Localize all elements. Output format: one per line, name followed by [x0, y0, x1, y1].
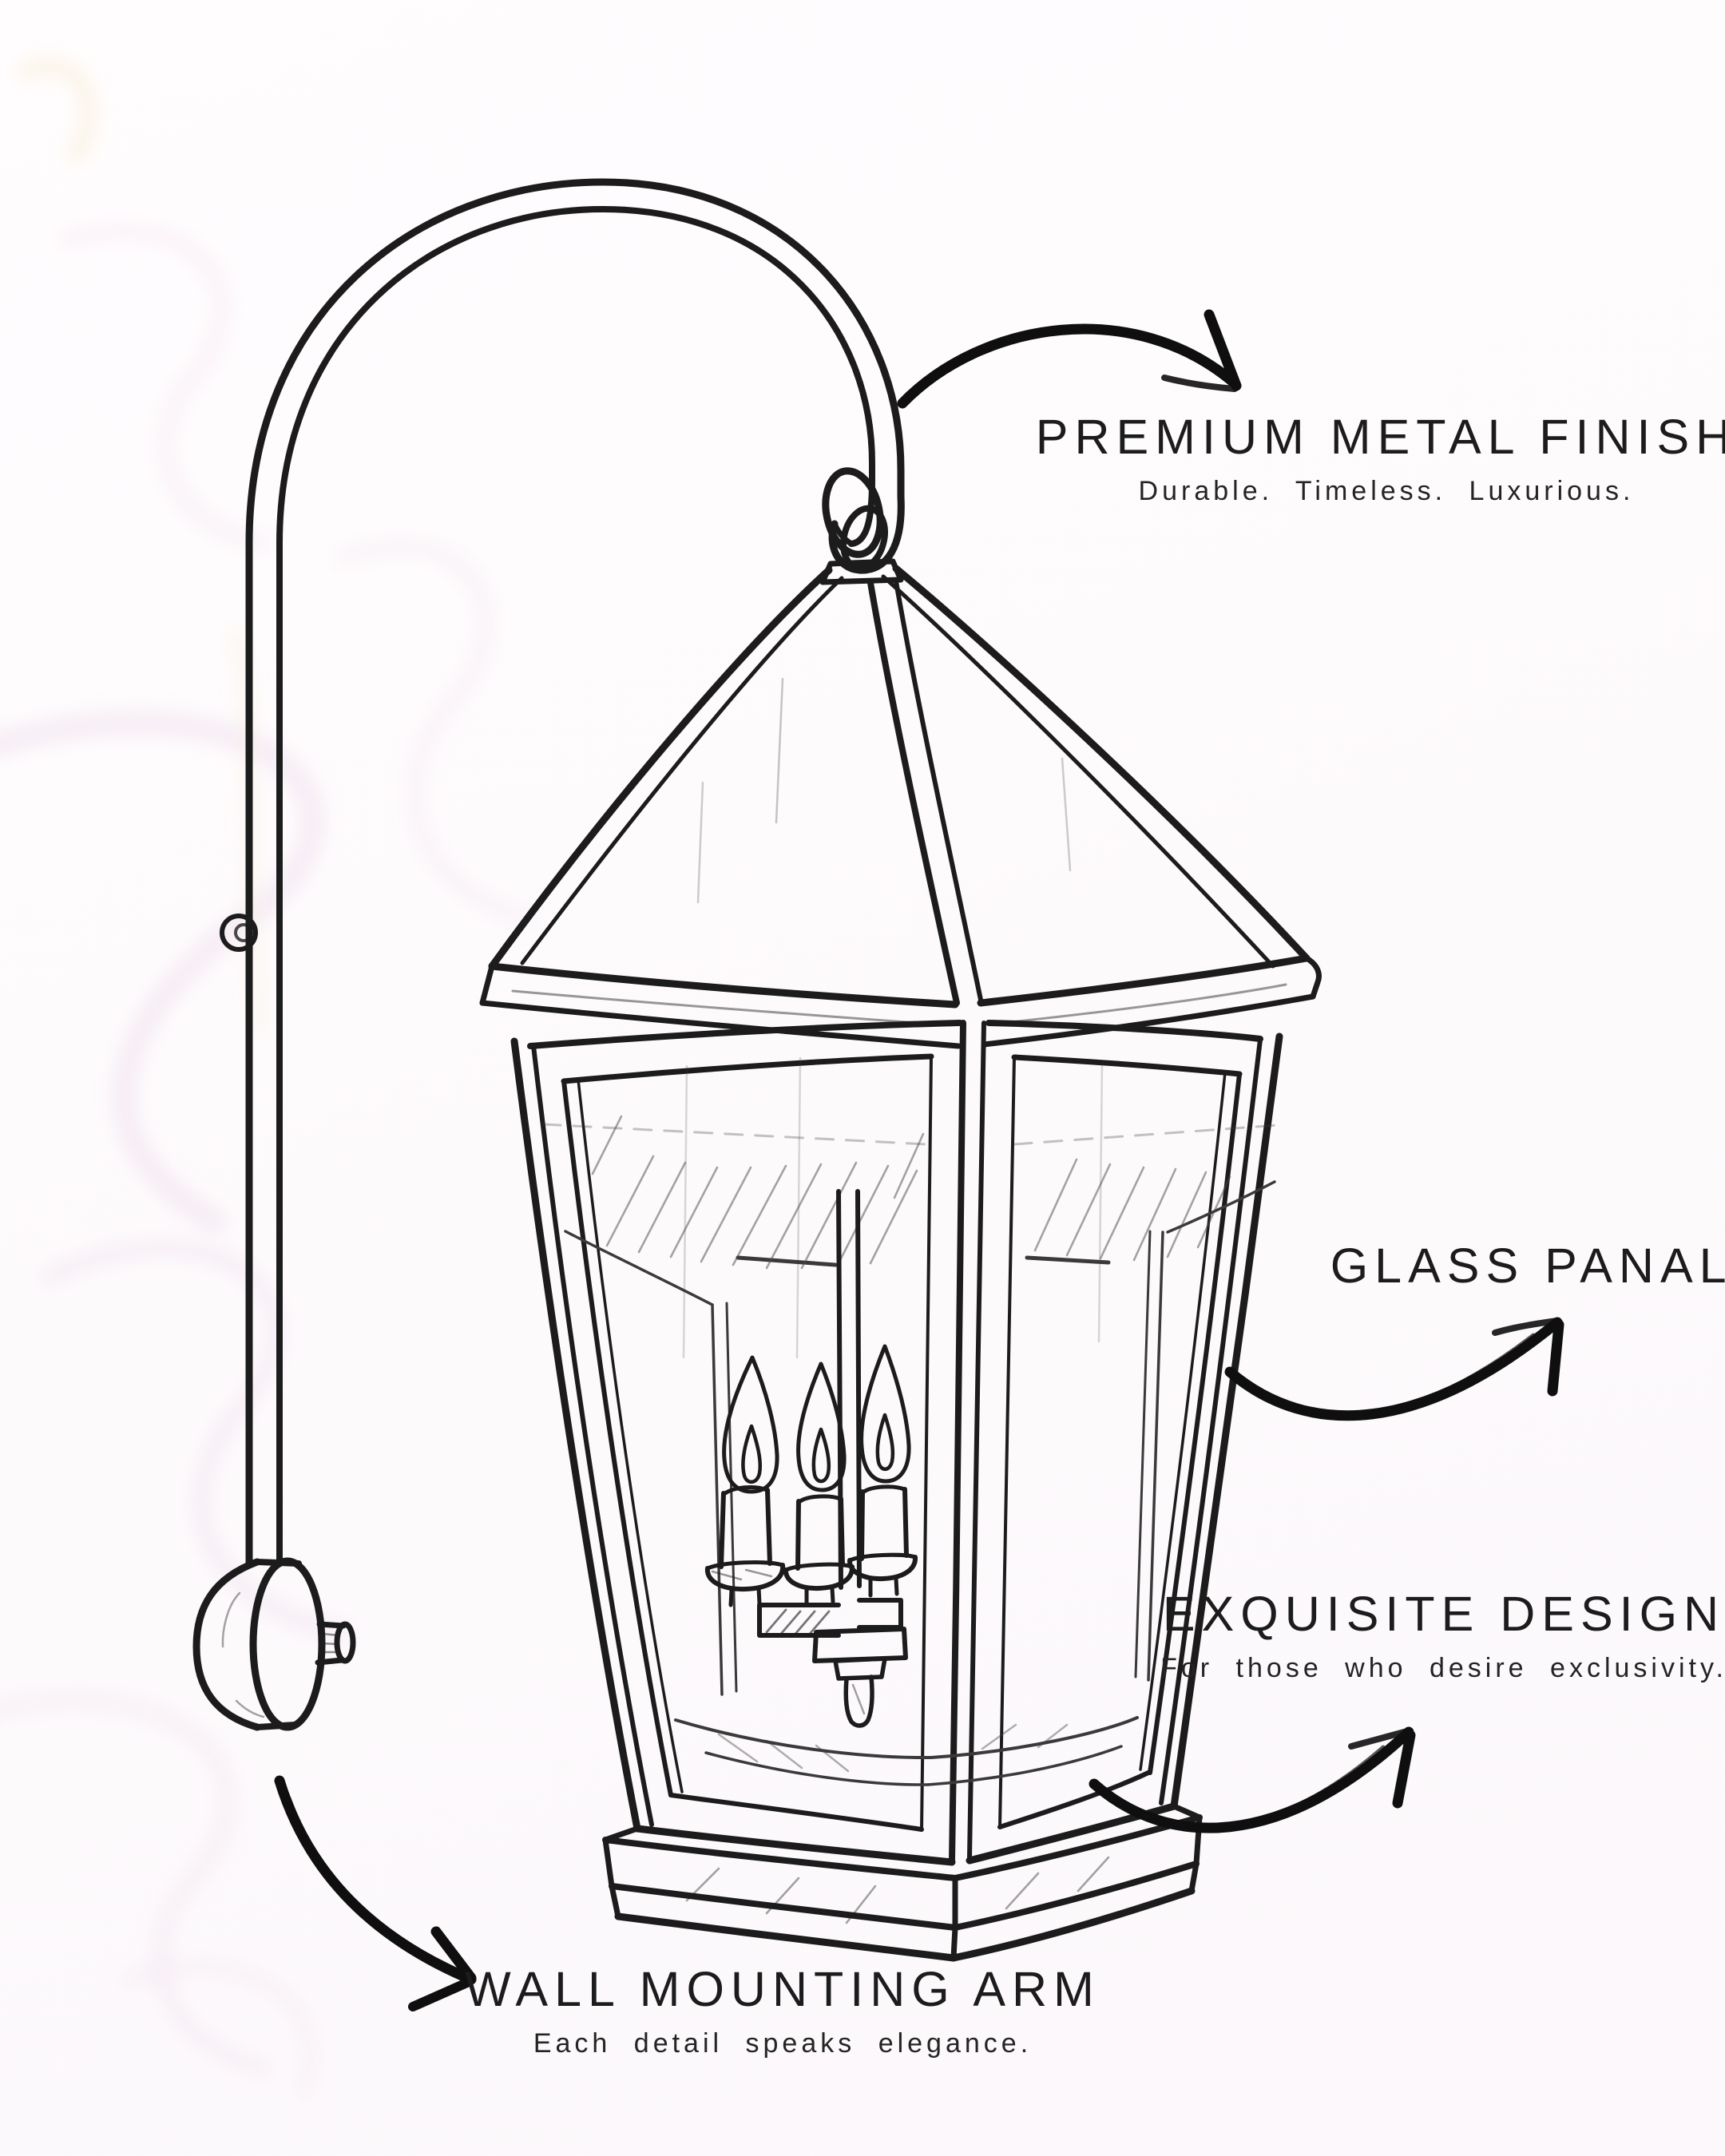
exquisite-subtitle: For those who desire exclusivity.	[1160, 1653, 1725, 1683]
candle-cluster	[704, 1189, 918, 1728]
glass-hatching	[591, 1115, 1231, 1270]
callout-wall-mounting-arm: WALL MOUNTING ARM Each detail speaks ele…	[465, 1961, 1100, 2059]
lantern-eaves-band	[479, 954, 1322, 1049]
wall-plate-peg	[315, 1621, 356, 1666]
candle-left	[704, 1355, 786, 1607]
exquisite-title: EXQUISITE DESIGN	[1162, 1587, 1725, 1641]
lantern-interior-lines	[541, 1056, 1279, 1786]
wall-mounting-arm	[192, 178, 905, 1731]
wall-title: WALL MOUNTING ARM	[465, 1962, 1100, 2016]
hanging-chain-links	[822, 467, 888, 572]
background-marble-swirls	[0, 58, 538, 2099]
candle-middle	[783, 1361, 855, 1606]
curved-arrow-wall-icon	[274, 1775, 477, 2011]
callout-premium-metal-finish: PREMIUM METAL FINISH Durable. Timeless. …	[1036, 409, 1725, 507]
candle-right	[847, 1344, 918, 1598]
wall-plate-disc	[192, 1557, 326, 1731]
arm-knob	[220, 914, 258, 952]
glass-panel-frames	[561, 1053, 1243, 1832]
premium-subtitle: Durable. Timeless. Luxurious.	[1138, 476, 1635, 506]
curved-arrow-premium-icon	[897, 309, 1242, 409]
annotation-arrows	[274, 309, 1564, 2011]
curved-arrow-exquisite-icon	[1089, 1726, 1416, 1833]
lantern-body-frame	[510, 1020, 1283, 1866]
glass-title: GLASS PANALS	[1330, 1239, 1725, 1293]
premium-title: PREMIUM METAL FINISH	[1035, 410, 1725, 464]
lantern-base	[602, 1803, 1203, 1962]
lantern	[479, 558, 1322, 1962]
callout-exquisite-design: EXQUISITE DESIGN For those who desire ex…	[1160, 1586, 1725, 1684]
candelabra-arms	[757, 1598, 908, 1728]
callout-glass-panals: GLASS PANALS	[1330, 1238, 1725, 1294]
wall-subtitle: Each detail speaks elegance.	[533, 2028, 1033, 2059]
curved-arrow-glass-icon	[1224, 1317, 1564, 1421]
lantern-roof	[488, 565, 1311, 1006]
